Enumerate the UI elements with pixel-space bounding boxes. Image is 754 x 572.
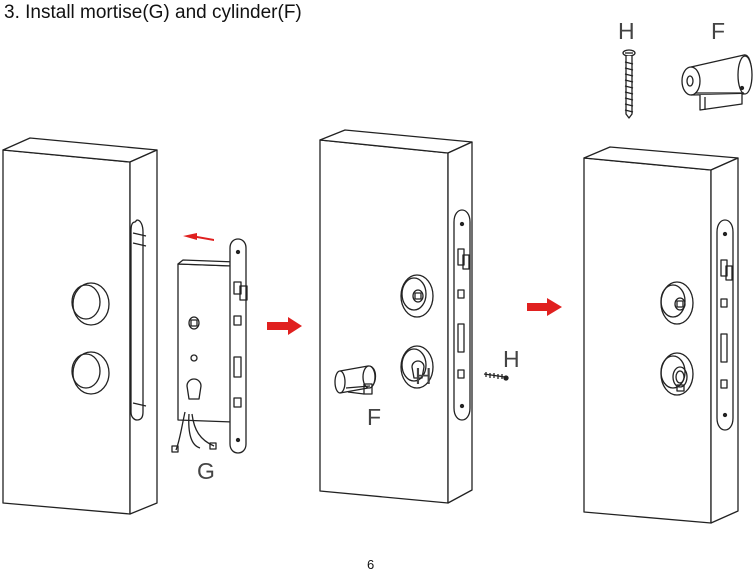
cylinder-part bbox=[682, 55, 752, 110]
label-h-middle: H bbox=[415, 363, 432, 389]
door-1 bbox=[3, 138, 157, 514]
mortise-lock bbox=[172, 239, 247, 453]
arrow-right-icon bbox=[267, 317, 302, 335]
screw-part bbox=[623, 50, 635, 118]
label-g: G bbox=[197, 458, 215, 484]
page-number: 6 bbox=[367, 557, 374, 572]
door-3 bbox=[584, 147, 738, 523]
arrow-right-icon-2 bbox=[527, 298, 562, 316]
label-h-top: H bbox=[618, 18, 635, 44]
label-f-middle: F bbox=[367, 404, 381, 430]
label-h-screw: H bbox=[503, 346, 520, 372]
label-f-top: F bbox=[711, 18, 725, 44]
door-2 bbox=[320, 130, 508, 503]
arrow-left-icon bbox=[183, 233, 214, 241]
